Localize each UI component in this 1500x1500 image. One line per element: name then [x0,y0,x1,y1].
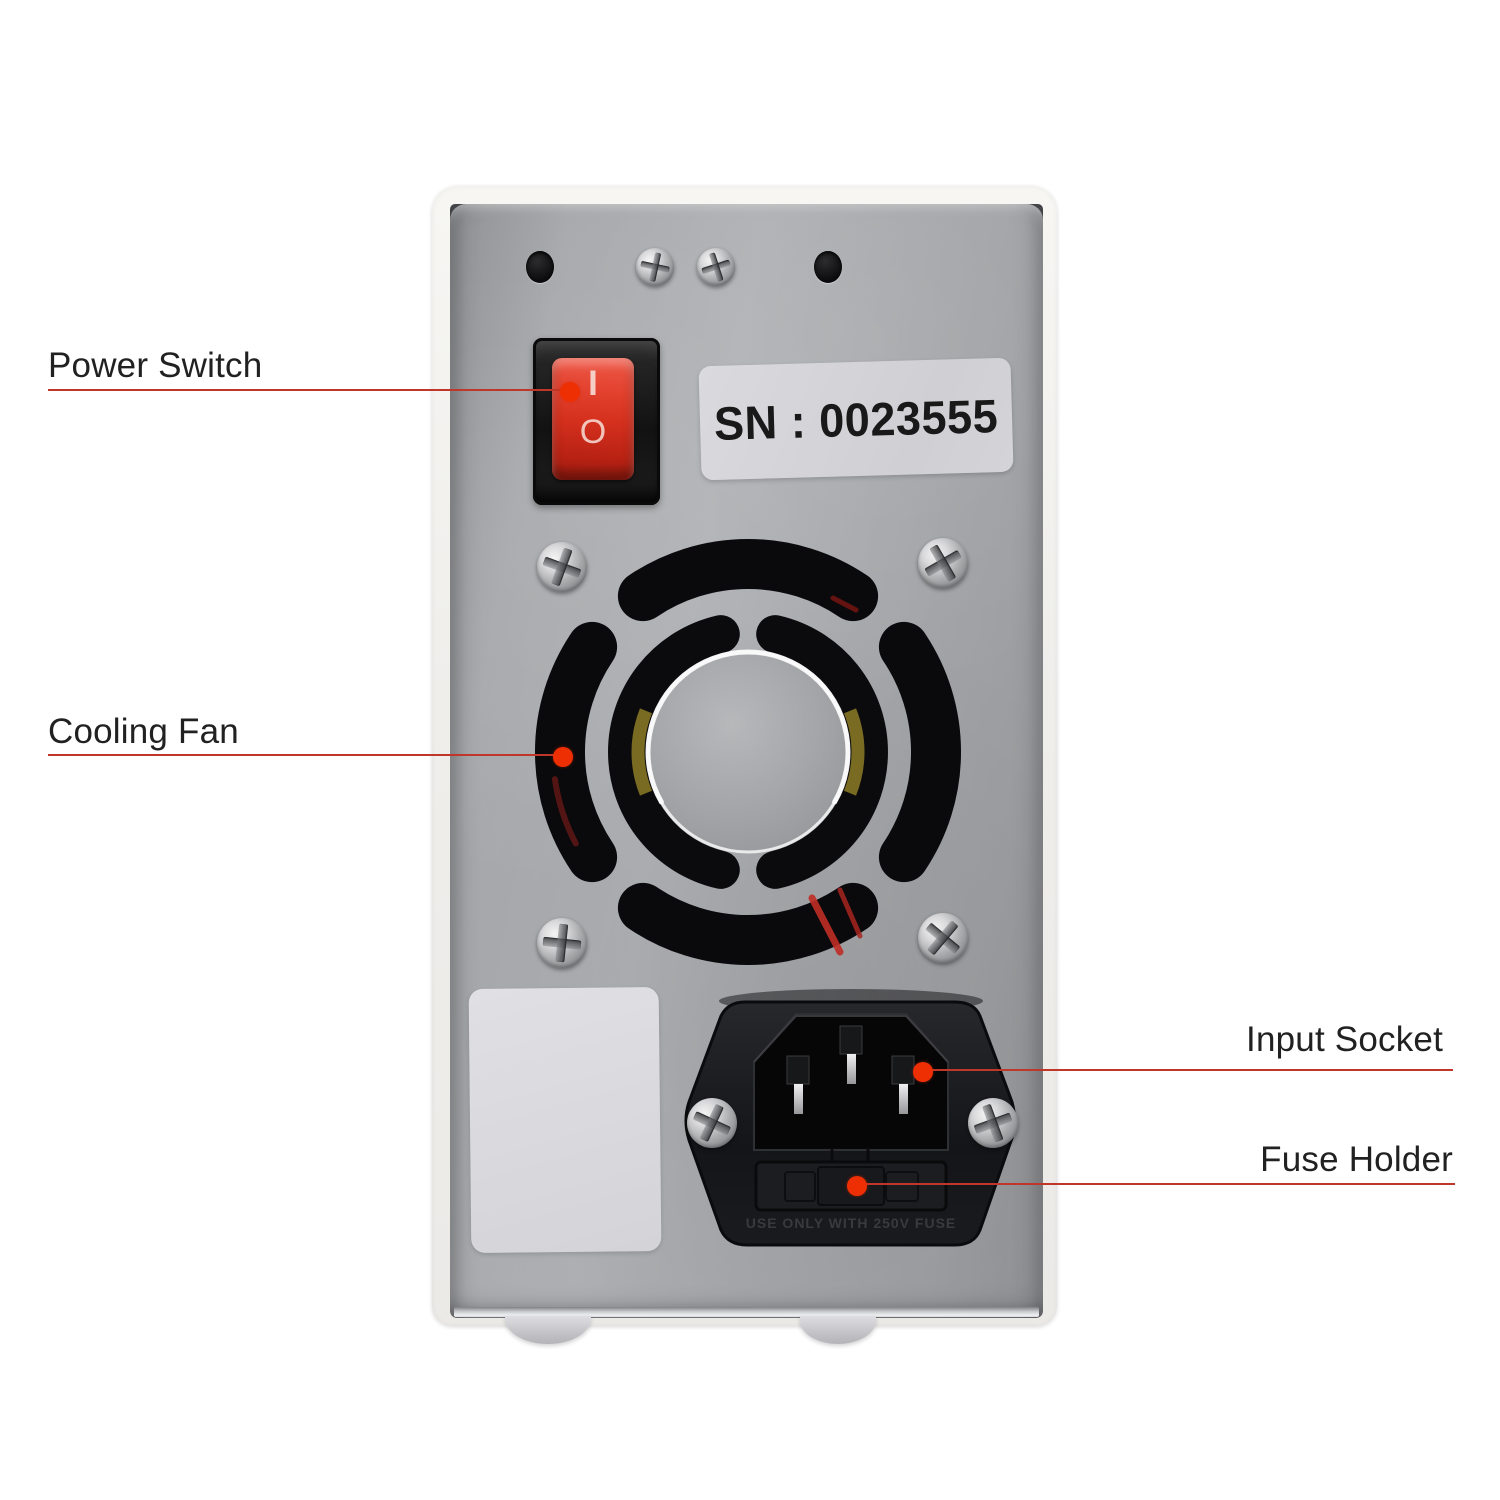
leader-line-input-socket [923,1069,1453,1071]
phillips-screw-fan-bl [537,918,587,968]
switch-on-mark: I [588,364,598,403]
serial-number-text: SN : 0023555 [713,388,999,450]
switch-off-mark: O [579,413,607,451]
iec-pins [786,1025,915,1114]
leader-dot-cooling-fan [553,747,573,767]
leader-dot-power-switch [560,382,580,402]
callout-cooling-fan: Cooling Fan [48,712,239,751]
vent-hole-left [526,251,554,283]
leader-line-power-switch [48,389,570,391]
phillips-screw-fan-tl [537,542,587,592]
rubber-foot-left [505,1316,591,1344]
fan-center-cap [645,649,851,854]
panel-bottom-lip [454,1307,1039,1317]
serial-number-label: SN : 0023555 [698,357,1014,481]
fuse-warning-text: USE ONLY WITH 250V FUSE [746,1215,957,1231]
cooling-fan-grille [534,538,962,966]
vent-hole-right [814,251,842,283]
power-switch: I O [533,338,660,505]
phillips-screw-socket-right [968,1098,1018,1148]
phillips-screw-fan-tr [918,538,968,588]
rubber-foot-right [800,1316,876,1344]
callout-fuse-holder: Fuse Holder [1260,1140,1453,1179]
fan-inner-slots [608,615,888,889]
phillips-screw-socket-left [687,1098,737,1148]
phillips-screw-top-2 [697,248,735,286]
power-switch-rocker: I O [552,358,634,480]
leader-line-cooling-fan [48,754,563,756]
leader-dot-input-socket [913,1062,933,1082]
blank-label [468,987,662,1253]
callout-input-socket: Input Socket [1246,1020,1443,1059]
recess-rim-highlight [753,1015,949,1063]
fan-brass-hub-reflection [631,708,865,796]
fan-wire-reflections [551,595,863,956]
callout-power-switch: Power Switch [48,346,263,385]
phillips-screw-fan-br [918,913,968,963]
leader-line-fuse-holder [857,1183,1455,1185]
phillips-screw-top-1 [636,248,674,286]
leader-dot-fuse-holder [847,1176,867,1196]
